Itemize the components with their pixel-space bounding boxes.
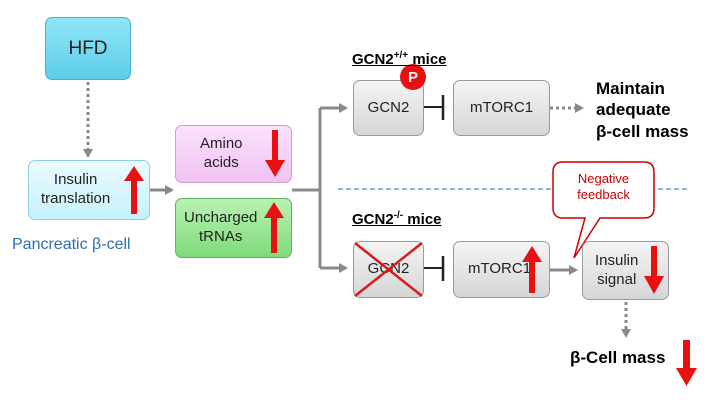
hfd-label: HFD: [68, 37, 108, 59]
amino-acids-label: Amino acids: [200, 135, 243, 171]
cell-mass-label: β-Cell mass: [570, 348, 666, 367]
up-arrow-icon: [124, 166, 144, 214]
gcn2-ko-heading: GCN2-/- mice: [352, 210, 442, 228]
down-arrow-icon: [676, 340, 697, 386]
knockout-cross-icon: [354, 242, 423, 297]
phosphorylation-badge: P: [400, 64, 426, 90]
heading-suffix: mice: [403, 211, 442, 228]
mtorc1-top-label: mTORC1: [469, 98, 534, 116]
hfd-box: HFD: [45, 17, 131, 80]
gcn2-wt-heading: GCN2+/+ mice: [352, 50, 447, 68]
up-arrow-icon: [522, 246, 542, 293]
insulin-translation-label: Insulin translation: [41, 171, 111, 207]
heading-superscript: +/+: [393, 50, 409, 61]
insulin-signal-label: Insulin signal: [595, 251, 639, 288]
phosphorylation-label: P: [407, 68, 418, 86]
pancreatic-cell-label: Pancreatic β-cell: [12, 236, 131, 253]
insulin-translation-box: Insulin translation: [28, 160, 150, 220]
heading-suffix: mice: [408, 51, 447, 68]
up-arrow-icon: [264, 202, 284, 253]
down-arrow-icon: [644, 246, 664, 294]
heading-base: GCN2: [352, 51, 394, 68]
gcn2-top-label: GCN2: [367, 98, 410, 116]
negative-feedback-callout: [552, 161, 655, 259]
down-arrow-icon: [265, 130, 285, 177]
heading-superscript: -/-: [393, 210, 404, 221]
mtorc1-top-box: mTORC1: [453, 80, 550, 136]
mtorc1-bottom-label: mTORC1: [468, 260, 532, 278]
maintain-mass-label: Maintain adequate β-cell mass: [596, 79, 689, 141]
uncharged-trnas-label: Uncharged tRNAs: [184, 209, 258, 245]
heading-base: GCN2: [352, 211, 394, 228]
negative-feedback-label: Negative feedback: [577, 171, 630, 202]
